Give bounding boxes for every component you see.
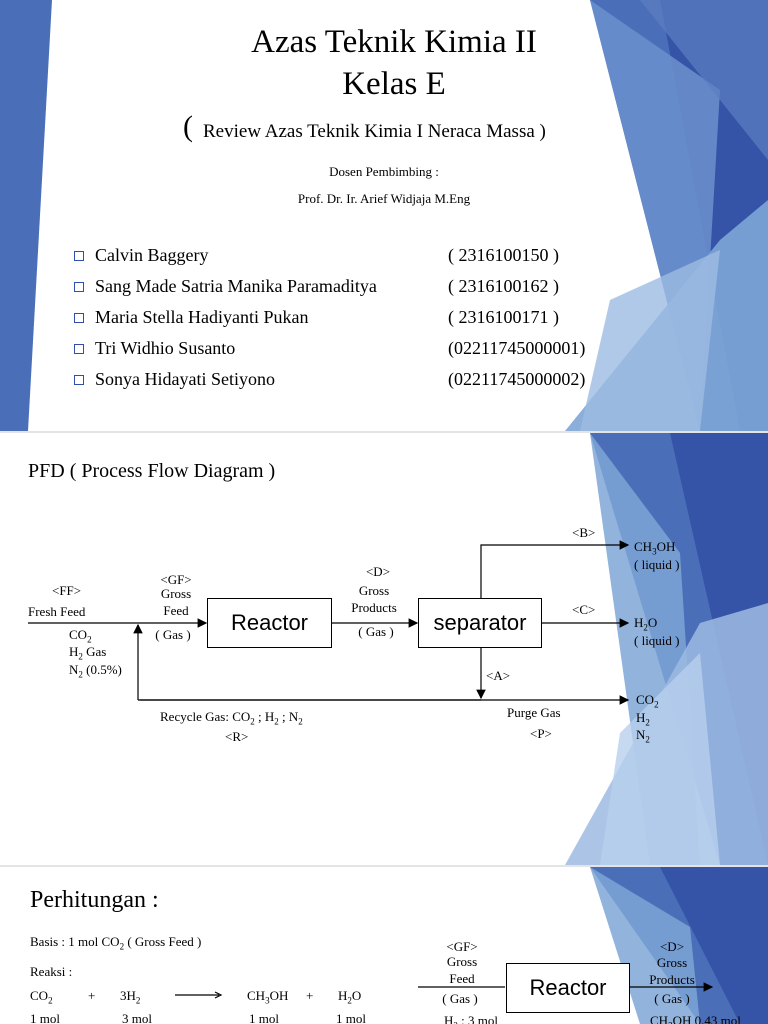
member-row: Maria Stella Hadiyanti Pukan ( 231610017… xyxy=(74,307,614,333)
page-title: Azas Teknik Kimia II xyxy=(251,24,537,60)
member-name: Tri Widhio Susanto xyxy=(95,338,236,358)
gf-phase: ( Gas ) xyxy=(442,991,478,1006)
c-phase: ( liquid ) xyxy=(634,633,680,648)
member-row: Sonya Hidayati Setiyono (02211745000002) xyxy=(74,369,614,395)
gf-tag: <GF> xyxy=(446,939,478,954)
reactor-box: Reactor xyxy=(506,963,630,1013)
member-row: Tri Widhio Susanto (02211745000001) xyxy=(74,338,614,364)
lecturer-name: Prof. Dr. Ir. Arief Widjaja M.Eng xyxy=(297,191,471,206)
b-tag: <B> xyxy=(572,525,596,540)
member-name: Sonya Hidayati Setiyono xyxy=(95,369,275,389)
member-nim: (02211745000002) xyxy=(448,369,586,389)
purge-co2: CO2 xyxy=(636,692,659,710)
gf-label-1: Gross xyxy=(160,586,192,601)
reaction-plus-1: + xyxy=(88,988,96,1003)
slide-divider xyxy=(0,865,768,867)
decorative-triangles xyxy=(0,0,768,431)
flow-lines xyxy=(418,982,714,992)
c-product: H2O xyxy=(634,615,658,633)
gf-phase: ( Gas ) xyxy=(155,627,191,642)
purge-n2: N2 xyxy=(636,727,650,745)
p-tag: <P> xyxy=(530,726,552,741)
d-tag: <D> xyxy=(659,939,685,954)
ff-co2: CO2 xyxy=(69,627,92,645)
a-tag: <A> xyxy=(486,668,511,683)
reactor-box: Reactor xyxy=(207,598,332,648)
paren-open: ( xyxy=(183,110,193,143)
member-nim: (02211745000001) xyxy=(448,338,586,358)
page-subtitle-class: Kelas E xyxy=(342,66,446,102)
ff-label: Fresh Feed xyxy=(28,604,86,619)
review-subtitle: Review Azas Teknik Kimia I Neraca Massa … xyxy=(203,121,546,142)
mol-ch3oh: 1 mol xyxy=(249,1011,279,1024)
reaksi-label: Reaksi : xyxy=(30,964,73,979)
member-name: Sang Made Satria Manika Paramaditya xyxy=(95,276,377,296)
h2-amount: H2 : 3 mol xyxy=(444,1013,498,1024)
pfd-title: PFD ( Process Flow Diagram ) xyxy=(28,460,276,482)
square-bullet-icon xyxy=(74,313,84,323)
member-nim: ( 2316100150 ) xyxy=(448,245,559,265)
ff-n2: N2 (0.5%) xyxy=(69,662,122,680)
square-bullet-icon xyxy=(74,375,84,385)
slide-calculation: Perhitungan : Basis : 1 mol CO2 ( Gross … xyxy=(0,867,768,1024)
d-label-2: Products xyxy=(351,600,397,615)
reaction-plus-2: + xyxy=(306,988,314,1003)
d-label-2: Products xyxy=(649,972,695,987)
square-bullet-icon xyxy=(74,282,84,292)
mol-h2o: 1 mol xyxy=(336,1011,366,1024)
ff-h2: H2 Gas xyxy=(69,644,107,662)
b-product: CH3OH xyxy=(634,539,676,557)
slide-pfd: PFD ( Process Flow Diagram ) Reactor sep… xyxy=(0,433,768,865)
d-label-1: Gross xyxy=(656,955,688,970)
gf-label-2: Feed xyxy=(449,971,475,986)
gf-tag: <GF> xyxy=(160,572,192,587)
ch3oh-amount: CH3OH 0,43 mol xyxy=(650,1013,741,1024)
slide-divider xyxy=(0,431,768,433)
d-label-1: Gross xyxy=(358,583,390,598)
r-tag: <R> xyxy=(225,729,249,744)
square-bullet-icon xyxy=(74,251,84,261)
slide-title: Azas Teknik Kimia II Kelas E ( Review Az… xyxy=(0,0,768,431)
basis-text: Basis : 1 mol CO2 ( Gross Feed ) xyxy=(30,934,202,952)
lecturer-label: Dosen Pembimbing : xyxy=(329,164,439,179)
member-row: Sang Made Satria Manika Paramaditya ( 23… xyxy=(74,276,614,302)
recycle-label: Recycle Gas: CO2 ; H2 ; N2 xyxy=(160,709,303,727)
separator-box: separator xyxy=(418,598,542,648)
gf-label-1: Gross xyxy=(446,954,478,969)
reaction-h2o: H2O xyxy=(338,988,362,1006)
reaction-h2: 3H2 xyxy=(120,988,141,1006)
decorative-triangles xyxy=(590,867,768,1024)
member-name: Calvin Baggery xyxy=(95,245,209,265)
d-phase: ( Gas ) xyxy=(358,624,394,639)
member-nim: ( 2316100171 ) xyxy=(448,307,559,327)
calc-title: Perhitungan : xyxy=(30,887,159,913)
member-nim: ( 2316100162 ) xyxy=(448,276,559,296)
mol-h2: 3 mol xyxy=(122,1011,152,1024)
gf-label-2: Feed xyxy=(163,603,189,618)
b-phase: ( liquid ) xyxy=(634,557,680,572)
d-phase: ( Gas ) xyxy=(654,991,690,1006)
mol-co2: 1 mol xyxy=(30,1011,60,1024)
d-tag: <D> xyxy=(365,564,391,579)
purge-label: Purge Gas xyxy=(507,705,561,720)
reaction-ch3oh: CH3OH xyxy=(247,988,289,1006)
reaction-co2: CO2 xyxy=(30,988,53,1006)
member-row: Calvin Baggery ( 2316100150 ) xyxy=(74,245,614,271)
purge-h2: H2 xyxy=(636,710,650,728)
decorative-triangles xyxy=(565,433,768,865)
ff-tag: <FF> xyxy=(52,583,82,598)
square-bullet-icon xyxy=(74,344,84,354)
member-name: Maria Stella Hadiyanti Pukan xyxy=(95,307,309,327)
reaction-arrow-icon xyxy=(175,991,223,999)
c-tag: <C> xyxy=(572,602,596,617)
flow-lines xyxy=(28,540,630,705)
